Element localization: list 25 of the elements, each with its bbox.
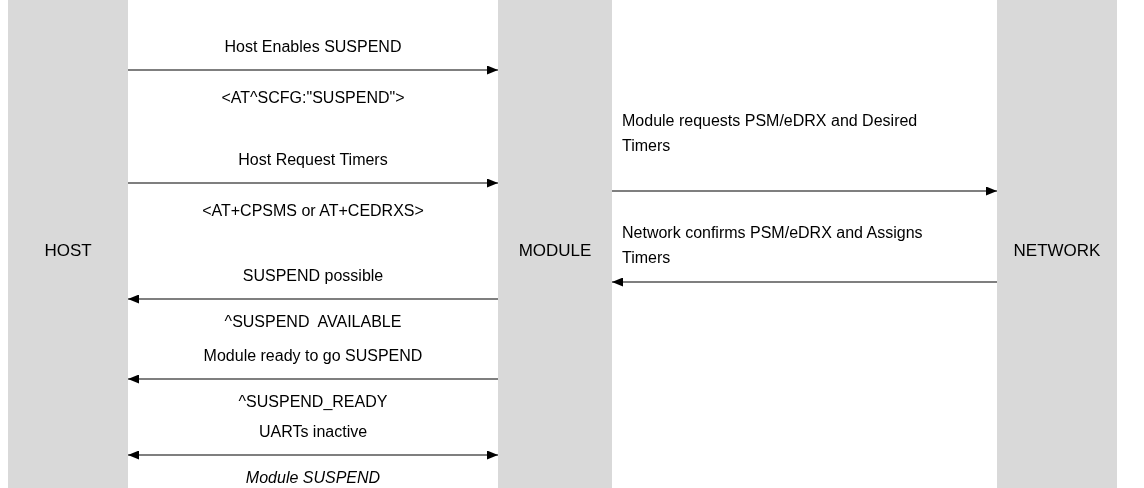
arrow <box>611 277 998 287</box>
edge-label: UARTs inactive <box>258 422 368 442</box>
arrow <box>127 65 499 75</box>
edge-label: Host Enables SUSPEND <box>224 37 402 57</box>
arrow <box>127 178 499 188</box>
message-text: ^SUSPEND AVAILABLE <box>224 312 402 332</box>
message-text: <AT^SCFG:"SUSPEND"> <box>221 88 405 108</box>
arrow <box>127 294 499 304</box>
arrow <box>611 186 998 196</box>
lifeline-band <box>997 0 1117 488</box>
lifeline-label: HOST <box>43 241 93 261</box>
edge-label: Module ready to go SUSPEND <box>203 346 423 366</box>
arrow <box>127 374 499 384</box>
message-text: ^SUSPEND_READY <box>238 392 388 412</box>
lifeline-label: MODULE <box>517 241 593 261</box>
edge-label: Host Request Timers <box>238 150 388 170</box>
lifeline-label: NETWORK <box>1012 241 1102 261</box>
message-text: Module SUSPEND <box>245 468 381 488</box>
edge-label: SUSPEND possible <box>242 266 384 286</box>
arrow <box>127 450 499 460</box>
edge-label: Module requests PSM/eDRX and Desired Timers <box>622 111 919 156</box>
message-text: <AT+CPSMS or AT+CEDRXS> <box>202 201 424 221</box>
lifeline-band <box>498 0 612 488</box>
lifeline-band <box>8 0 128 488</box>
edge-label: Network confirms PSM/eDRX and Assigns Timers <box>622 223 924 268</box>
